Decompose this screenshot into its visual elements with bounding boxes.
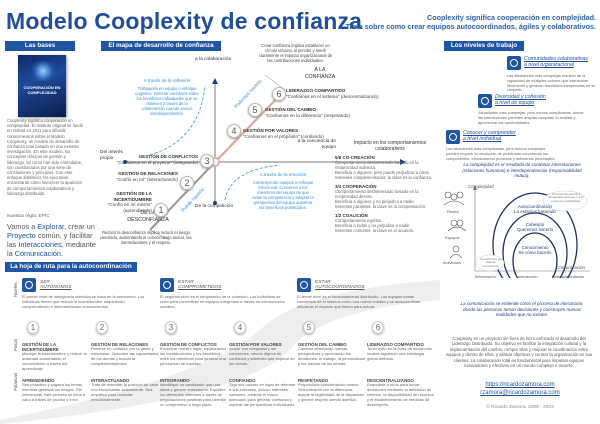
stage-1-badge: 1	[154, 203, 168, 217]
website-link[interactable]: https://ricardozamora.com	[485, 382, 555, 388]
levels-heading: Los niveles de trabajo	[444, 41, 524, 51]
map-heading: El mapa de desarrollo de confianza	[101, 41, 221, 51]
axis-bottom-label: De la competición	[195, 204, 234, 209]
stage-4: GESTIÓN POR VALORES"Confiamos en el prop…	[243, 128, 324, 139]
step-5-badge: 5	[303, 321, 315, 334]
complexity-circles-diagram	[443, 185, 590, 278]
x-tick-3: Retroalimentación	[552, 274, 585, 279]
axis-left-label: Del interés propio	[100, 150, 123, 161]
step-6-badge: 6	[372, 321, 384, 334]
stage-5: GESTIÓN DEL CAMBIO"Confiamos en la difer…	[265, 107, 350, 118]
page-title: Modelo Cooplexity de confianza	[6, 8, 363, 34]
book-title: COOPERACIÓN EN COMPLEJIDAD	[23, 85, 61, 95]
bases-heading: Las bases	[5, 41, 75, 51]
bubble-bottom: Incertidumbre por falta de conocimiento.	[480, 257, 502, 268]
x-axis-label: Comunicación	[556, 265, 586, 270]
subtitle-line-1: Cooplexity significa cooperación en comp…	[427, 13, 596, 22]
axis-top-label: a la colaboración	[195, 57, 232, 62]
level-individual-desc: Las situaciones más complicadas, pero me…	[446, 146, 556, 161]
subtitle: Cooplexity significa cooperación en comp…	[300, 13, 596, 31]
stage-3-badge: 3	[200, 154, 214, 168]
level-organizational-desc: Las situaciones más complejas resultan d…	[507, 73, 596, 93]
level-icon	[507, 56, 521, 70]
stage-1: GESTIÓN DE LA INCERTIDUMBRE"Confío en mí…	[107, 191, 152, 213]
impact-list: 5/6 CO-CREACIÓN Comportamiento desintere…	[335, 155, 433, 233]
level-icon	[160, 278, 174, 292]
level-icon	[446, 130, 460, 144]
top-note: Crear confianza implica establecer un cí…	[258, 43, 333, 63]
group-networks: Redes	[447, 209, 459, 214]
step-3-badge: 3	[165, 321, 177, 334]
stage-2: GESTIÓN DE RELACIONES"Confío en mí" (int…	[116, 171, 178, 182]
stage-5-badge: 5	[248, 103, 262, 117]
rule-label: Nuestra regla: EPIC	[7, 214, 50, 219]
bottom-note: Reducir la desconfianza implica reducir …	[100, 230, 192, 245]
impact-title: Impacto en los comportamientos colaborat…	[353, 140, 427, 152]
bases-text: Cooplexity significa cooperación en comp…	[7, 118, 84, 196]
copyright: © Ricardo Zamora, 2009 - 2023	[486, 405, 554, 410]
row-label-steps: Pasos	[13, 338, 18, 351]
roadmap-heading: La hoja de ruta para la autocoordinación	[5, 262, 137, 272]
to-trust-label: A LA CONFIANZA	[304, 67, 336, 80]
step-4-badge: 4	[234, 321, 246, 334]
row-label-levels: Niveles	[13, 282, 18, 297]
complexity-note: La complejidad es el resultado de combin…	[462, 162, 582, 179]
communication-note: La comunicación se entiende como el proc…	[460, 301, 584, 318]
x-tick-2: Interacción	[518, 274, 538, 279]
level-icon	[297, 278, 311, 292]
stage-6: LIDERAZGO COMPARTIDO"Confiamos en el sis…	[286, 88, 379, 99]
epic-statement: Vamos a Explorar, crear un Proyecto comú…	[7, 222, 96, 258]
email-link[interactable]: rzamora@ricardozamora.com	[480, 390, 560, 396]
level-icon	[478, 94, 492, 108]
stage-4-badge: 4	[227, 124, 241, 138]
subtitle-line-2: Trata sobre como crear equipos autocoord…	[345, 22, 596, 31]
level-icon	[22, 278, 36, 292]
x-tick-1: Información	[475, 274, 496, 279]
about-text: Cooplexity es un proyecto sin fines de l…	[445, 336, 593, 369]
book-cover: COOPERACIÓN EN COMPLEJIDAD	[18, 55, 66, 117]
row-label-levers: Palancas	[13, 372, 18, 391]
stage-2-badge: 2	[180, 176, 194, 190]
stage-3: GESTIÓN DE CONFLICTOS"Confiamos en el pr…	[116, 154, 198, 165]
level-team-desc: Situaciones más complejas, pero menos co…	[478, 110, 584, 125]
from-distrust-label: DE LA DESCONFIANZA	[127, 210, 169, 223]
stage-6-badge: 6	[272, 87, 286, 101]
bubble-top: Incertidumbre debido a demasiadas opcion…	[548, 192, 584, 203]
group-individuals: Individuos	[443, 260, 462, 265]
axis-right-label: a la conciencia de equipo	[297, 139, 336, 150]
road-background	[0, 280, 440, 424]
group-teams: Equipos	[445, 235, 460, 240]
step-2-badge: 2	[96, 321, 108, 334]
step-1-badge: 1	[27, 321, 39, 334]
y-axis-label: Complejidad	[468, 184, 494, 189]
